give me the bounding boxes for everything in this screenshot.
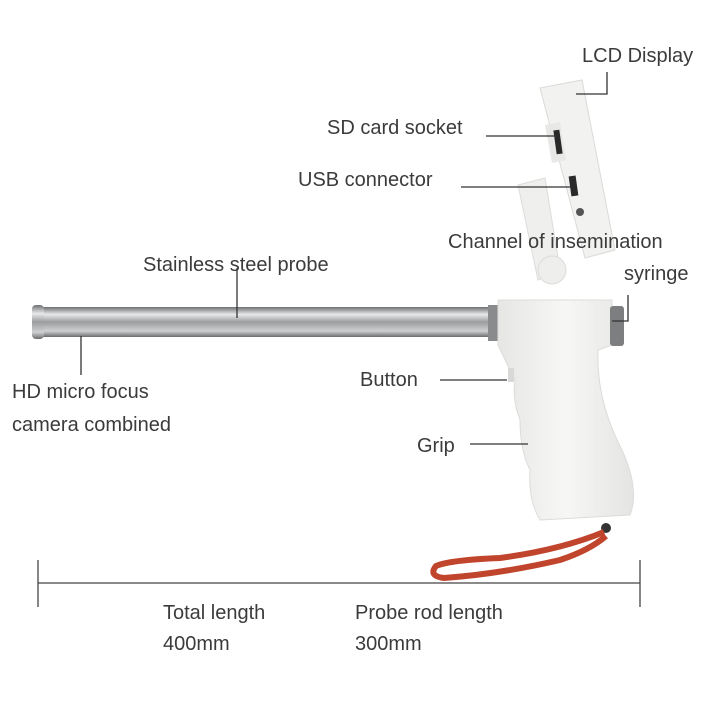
display-arm	[517, 177, 567, 285]
label-grip: Grip	[417, 435, 455, 457]
gun-body	[497, 299, 635, 521]
label-lcd-display: LCD Display	[582, 45, 694, 67]
label-channel-line1: Channel of insemination	[448, 231, 663, 253]
total-length-label: Total length	[163, 602, 266, 624]
label-sd-card-socket: SD card socket	[327, 117, 463, 139]
total-length-value: 400mm	[163, 633, 230, 655]
label-button: Button	[360, 369, 418, 391]
label-stainless-probe: Stainless steel probe	[143, 254, 329, 276]
label-hd-camera-line2: camera combined	[12, 414, 171, 436]
label-channel-line2: syringe	[624, 263, 689, 285]
lcd-display	[539, 79, 616, 259]
stainless-steel-probe	[32, 305, 500, 341]
label-usb-connector: USB connector	[298, 169, 433, 191]
probe-rod-length-value: 300mm	[355, 633, 422, 655]
dimension-line	[37, 560, 641, 607]
label-hd-camera-line1: HD micro focus	[12, 381, 149, 403]
wrist-strap	[430, 523, 611, 581]
probe-rod-length-label: Probe rod length	[355, 602, 503, 624]
leader-lines	[80, 72, 629, 445]
